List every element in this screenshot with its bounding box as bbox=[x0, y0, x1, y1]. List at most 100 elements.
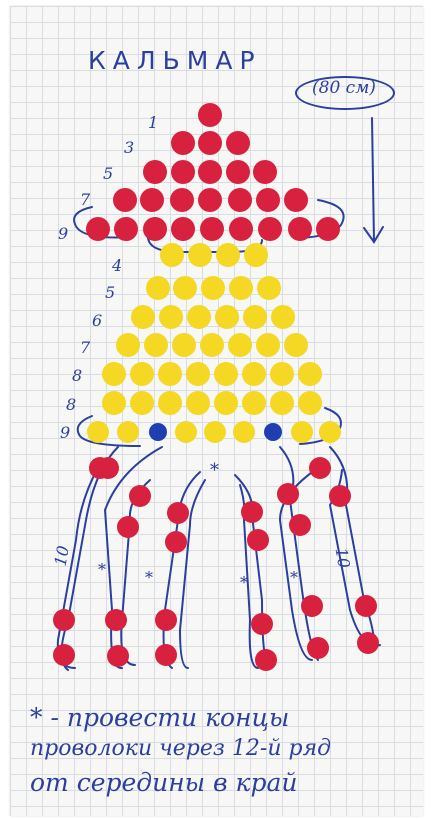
red-bead bbox=[198, 188, 222, 212]
yellow-bead bbox=[243, 305, 267, 329]
footnote-line-1: * - провести концы bbox=[30, 705, 289, 730]
tentacle-bead bbox=[355, 595, 377, 617]
blue-bead bbox=[264, 423, 282, 441]
red-bead bbox=[170, 188, 194, 212]
yellow-bead bbox=[319, 421, 341, 443]
yellow-bead bbox=[214, 391, 238, 415]
red-bead bbox=[198, 103, 222, 127]
red-bead bbox=[113, 188, 137, 212]
red-bead bbox=[143, 160, 167, 184]
row-label-1: 1 bbox=[148, 115, 158, 131]
tentacle-bead bbox=[129, 485, 151, 507]
yellow-bead bbox=[256, 333, 280, 357]
yellow-bead bbox=[229, 276, 253, 300]
yellow-bead bbox=[117, 421, 139, 443]
row-label-4: 4 bbox=[112, 258, 122, 274]
row-label-8b: 8 bbox=[66, 397, 76, 413]
tentacle-bead bbox=[165, 531, 187, 553]
tentacle-bead bbox=[89, 457, 111, 479]
tentacle-bead bbox=[241, 501, 263, 523]
red-bead bbox=[316, 217, 340, 241]
red-bead bbox=[140, 188, 164, 212]
yellow-bead bbox=[102, 391, 126, 415]
arrow-shaft bbox=[372, 118, 374, 242]
row-label-9-bottom: 9 bbox=[60, 425, 70, 441]
red-bead bbox=[288, 217, 312, 241]
tentacle-bead bbox=[251, 613, 273, 635]
row-label-7-yellow: 7 bbox=[80, 340, 90, 356]
row-label-6: 6 bbox=[92, 313, 102, 329]
yellow-bead bbox=[215, 305, 239, 329]
star-mark-3: * bbox=[240, 575, 248, 591]
footnote-line-3: от середины в край bbox=[30, 770, 297, 795]
red-bead bbox=[171, 217, 195, 241]
yellow-bead bbox=[158, 391, 182, 415]
yellow-bead bbox=[291, 421, 313, 443]
yellow-bead bbox=[160, 243, 184, 267]
tentacle-bead bbox=[155, 609, 177, 631]
red-bead bbox=[226, 160, 250, 184]
tentacle-bead bbox=[105, 609, 127, 631]
diagram-title: КАЛЬМАР bbox=[88, 48, 262, 73]
red-bead bbox=[228, 188, 252, 212]
yellow-bead bbox=[131, 305, 155, 329]
yellow-bead bbox=[216, 243, 240, 267]
yellow-bead bbox=[146, 276, 170, 300]
row-label-3: 3 bbox=[124, 140, 134, 156]
red-bead bbox=[86, 217, 110, 241]
yellow-bead bbox=[242, 362, 266, 386]
yellow-bead bbox=[271, 305, 295, 329]
star-mark-4: * bbox=[290, 570, 298, 586]
row-label-9-top: 9 bbox=[58, 226, 68, 242]
tentacle-bead bbox=[167, 502, 189, 524]
red-bead bbox=[226, 131, 250, 155]
yellow-bead bbox=[144, 333, 168, 357]
yellow-bead bbox=[298, 391, 322, 415]
yellow-bead bbox=[187, 305, 211, 329]
yellow-bead bbox=[284, 333, 308, 357]
yellow-bead bbox=[173, 276, 197, 300]
yellow-bead bbox=[214, 362, 238, 386]
yellow-bead bbox=[298, 362, 322, 386]
tentacle-wire-5 bbox=[280, 447, 318, 660]
yellow-bead bbox=[270, 362, 294, 386]
row-label-7: 7 bbox=[80, 192, 90, 208]
tentacle-bead bbox=[329, 485, 351, 507]
red-bead bbox=[284, 188, 308, 212]
red-bead bbox=[171, 160, 195, 184]
yellow-bead bbox=[188, 243, 212, 267]
red-bead bbox=[171, 131, 195, 155]
tentacle-bead bbox=[307, 637, 329, 659]
tentacle-bead bbox=[53, 644, 75, 666]
red-bead bbox=[256, 188, 280, 212]
row-label-5-yellow: 5 bbox=[105, 285, 115, 301]
length-note: (80 см) bbox=[312, 80, 376, 97]
tentacle-bead bbox=[301, 595, 323, 617]
tentacle-label-right: 10 bbox=[333, 547, 352, 570]
tentacle-bead bbox=[53, 609, 75, 631]
footnote-line-2: проволоки через 12-й ряд bbox=[30, 738, 331, 760]
yellow-bead bbox=[130, 391, 154, 415]
tentacle-bead bbox=[155, 644, 177, 666]
yellow-bead bbox=[186, 391, 210, 415]
star-mark-2: * bbox=[145, 570, 153, 586]
yellow-bead bbox=[242, 391, 266, 415]
row-label-8a: 8 bbox=[72, 368, 82, 384]
beads-layer bbox=[53, 103, 379, 671]
blue-bead bbox=[149, 423, 167, 441]
yellow-bead bbox=[175, 421, 197, 443]
yellow-bead bbox=[204, 421, 226, 443]
red-bead bbox=[200, 217, 224, 241]
yellow-bead bbox=[270, 391, 294, 415]
tentacle-bead bbox=[255, 649, 277, 671]
yellow-bead bbox=[158, 362, 182, 386]
yellow-bead bbox=[244, 243, 268, 267]
yellow-bead bbox=[116, 333, 140, 357]
yellow-bead bbox=[159, 305, 183, 329]
yellow-bead bbox=[87, 421, 109, 443]
yellow-bead bbox=[201, 276, 225, 300]
yellow-bead bbox=[200, 333, 224, 357]
tentacle-wire-2 bbox=[105, 447, 162, 668]
tentacle-bead bbox=[247, 529, 269, 551]
